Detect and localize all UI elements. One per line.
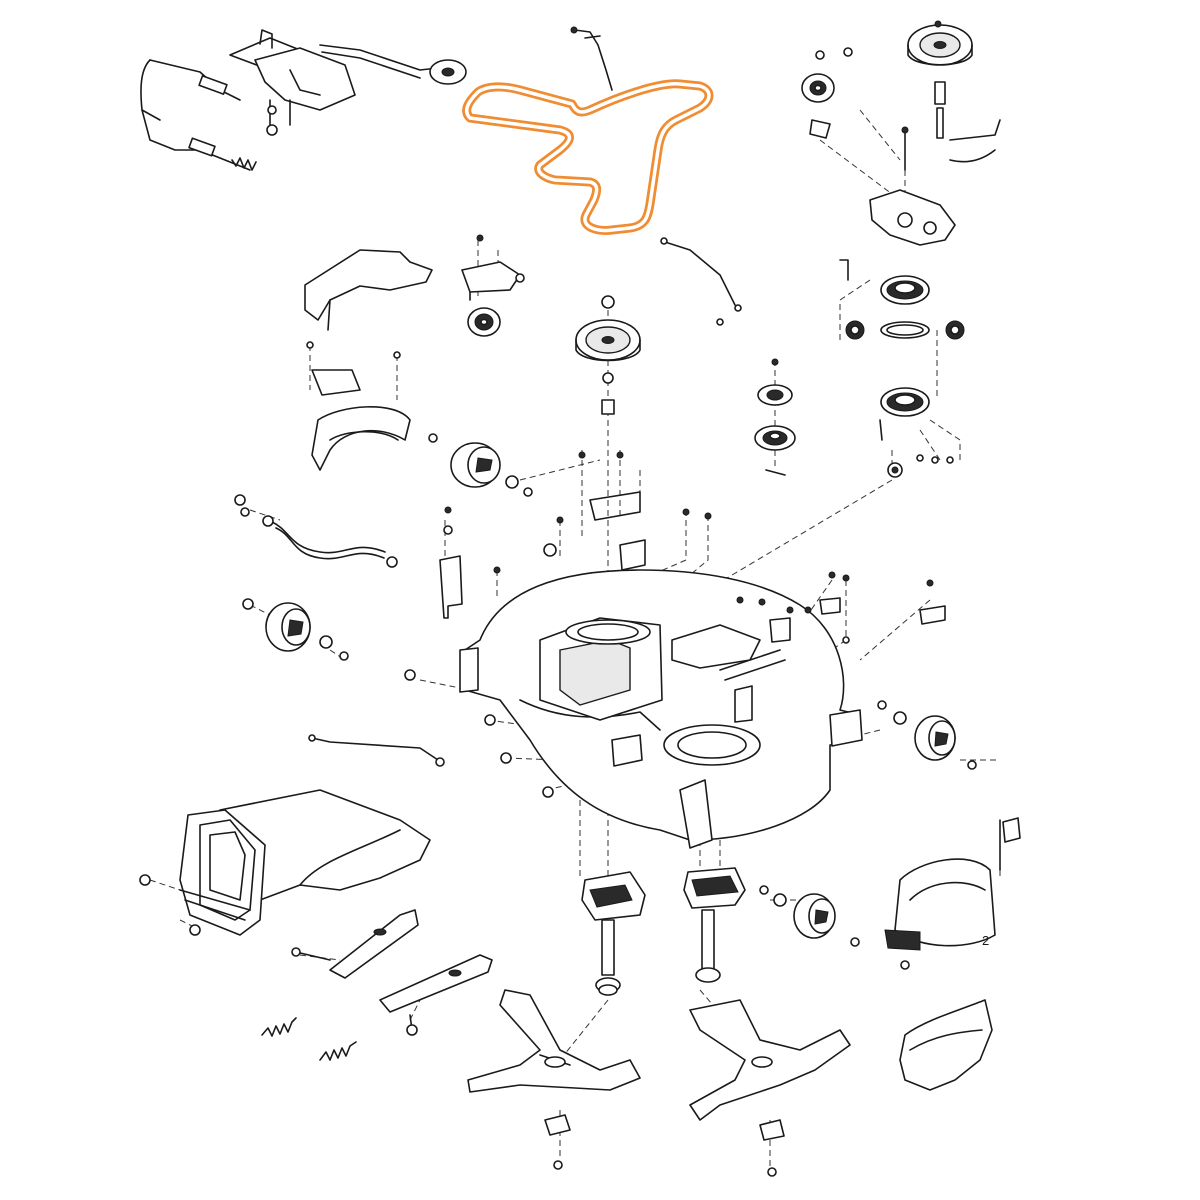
- wheel-mount-bracket: [439, 506, 463, 619]
- drive-belt: [462, 79, 714, 235]
- idler-pulley-bracket: [461, 234, 525, 337]
- springs: [261, 1017, 357, 1061]
- rear-left-wheel: [428, 433, 533, 497]
- deck-bolts: [404, 451, 946, 798]
- mulch-plug-cover: [899, 999, 993, 1091]
- grass-catcher-frame: [139, 789, 431, 936]
- control-lever-bracket: [229, 29, 467, 136]
- blade-spindle-left: [581, 871, 646, 996]
- blade-spindle-right: [683, 867, 746, 983]
- cutting-blade-left: [467, 989, 641, 1170]
- side-discharge-cover: 2: [884, 817, 1021, 970]
- front-left-wheel: [242, 598, 349, 661]
- height-adjust-rod: [234, 494, 398, 568]
- linkage-rod: [660, 237, 742, 326]
- lift-link-rod: [308, 734, 445, 767]
- right-idler-pulleys: [754, 358, 796, 476]
- callout-2: 2: [982, 933, 989, 948]
- rear-right-wheel: [877, 700, 977, 770]
- rear-baffle-cover: [304, 249, 433, 471]
- main-spindle-pulley: [575, 295, 641, 415]
- front-right-wheel: [759, 885, 860, 947]
- control-cable-assembly: [140, 59, 257, 171]
- mower-deck: [459, 569, 863, 849]
- gearbox-pulley-assembly: [801, 20, 1001, 478]
- belt-guide-bracket: [570, 26, 613, 91]
- cutting-blade-right: [689, 999, 851, 1177]
- height-adjust-levers: [291, 909, 493, 1036]
